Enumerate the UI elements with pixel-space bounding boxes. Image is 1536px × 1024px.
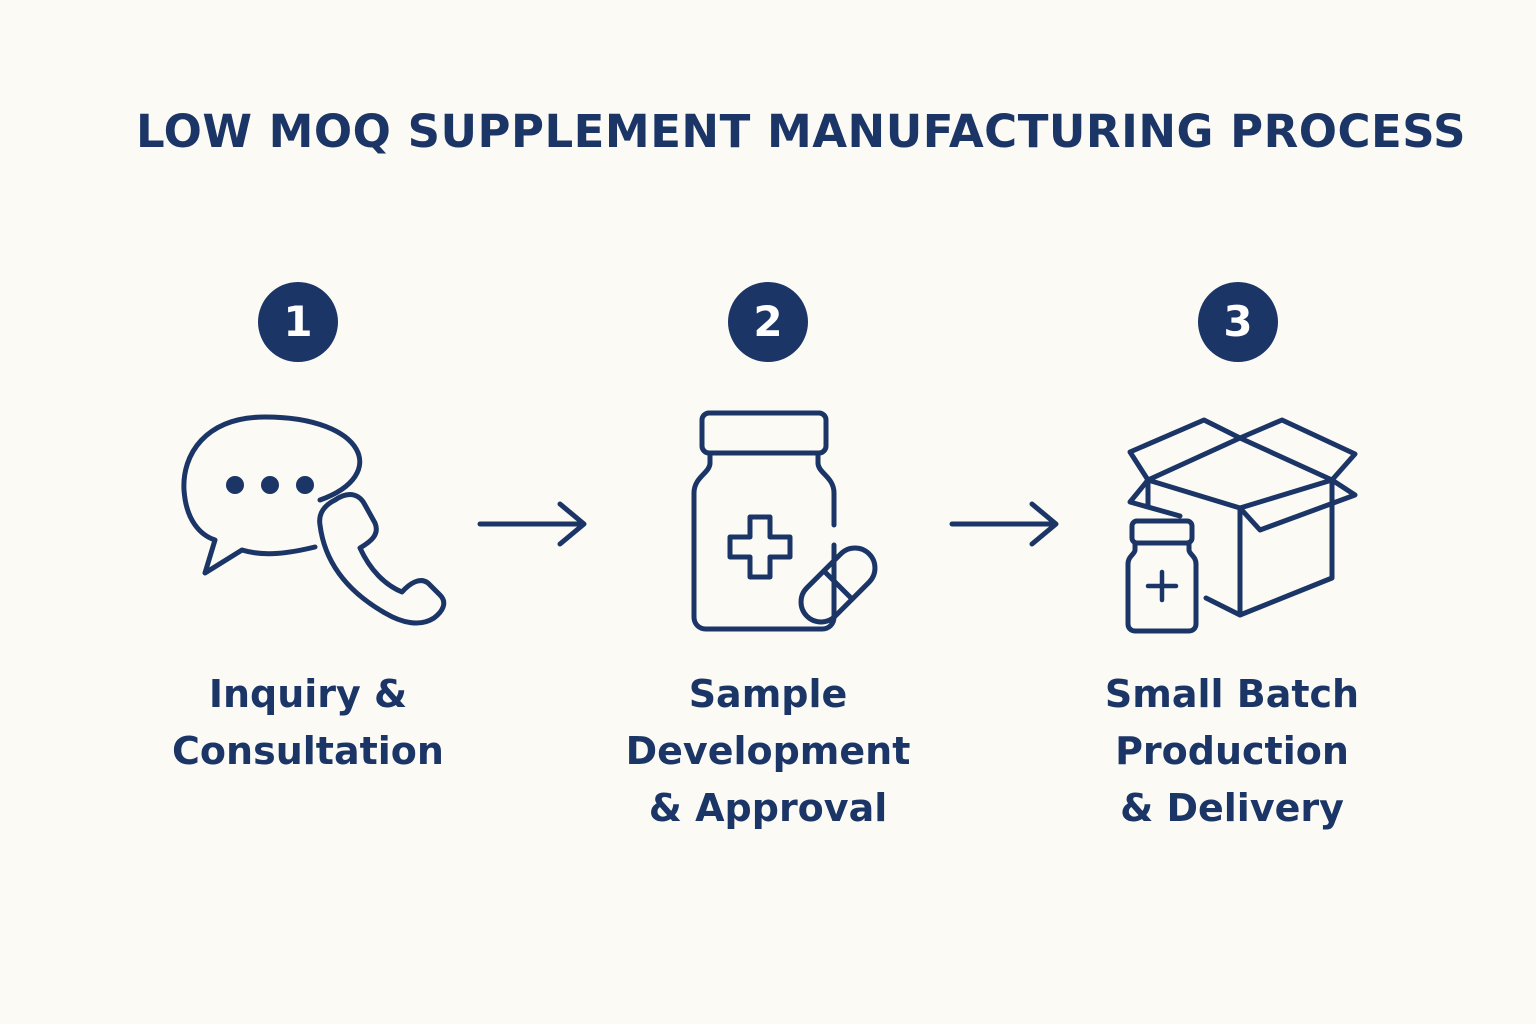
open-box-bottle-icon: [1125, 417, 1358, 634]
step-3-label: Small Batch Production & Delivery: [1104, 672, 1360, 830]
diagram-title: LOW MOQ SUPPLEMENT MANUFACTURING PROCESS: [136, 105, 1467, 158]
step-3-number-badge: 3: [1198, 282, 1278, 362]
step-1-label: Inquiry & Consultation: [172, 672, 444, 773]
arrow-right-icon: [477, 501, 587, 547]
medicine-bottle-capsule-icon: [691, 410, 878, 632]
arrow-right-icon: [949, 501, 1059, 547]
step-1-number-badge: 1: [258, 282, 338, 362]
chat-bubble-phone-icon: [181, 414, 447, 626]
step-2-label: Sample Development & Approval: [625, 672, 911, 830]
step-2-number-badge: 2: [728, 282, 808, 362]
